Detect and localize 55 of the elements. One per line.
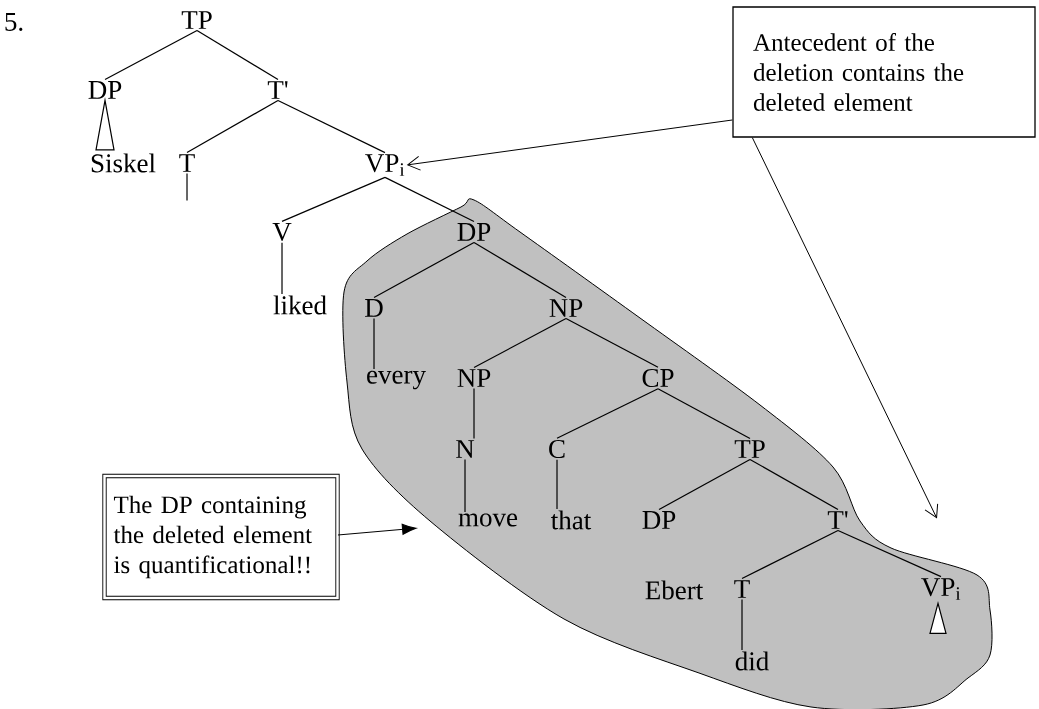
branch-line: [741, 529, 839, 580]
branch-line: [473, 241, 567, 299]
tree-label: N: [456, 440, 475, 458]
tree-label: that: [551, 510, 592, 530]
branch-line: [837, 529, 942, 578]
branch-line: [196, 29, 279, 81]
tree-label: V: [272, 222, 292, 242]
branch-line: [373, 241, 475, 299]
tree-label: C: [549, 439, 565, 459]
branch-line: [281, 242, 283, 295]
tree-label: DP: [88, 81, 122, 99]
branch-line: [556, 388, 659, 439]
branch-line: [565, 317, 659, 368]
branch-line: [186, 172, 188, 202]
branch-line: [384, 176, 475, 223]
branch-line: [277, 99, 386, 154]
tree-label: DP: [457, 223, 491, 241]
tree-label: Siskel: [91, 153, 156, 173]
branch-line: [473, 387, 475, 440]
arrow: [337, 523, 417, 536]
tree-label: VP$_{i}$: [921, 578, 961, 600]
callout-box: The DP containing the deleted element is quantificational!!: [102, 473, 340, 601]
shaded-region: [342, 198, 993, 709]
tree-label: did: [735, 651, 769, 671]
tree-label: liked: [273, 295, 327, 315]
tree-label: NP: [457, 369, 491, 387]
tree-label: every: [367, 370, 426, 390]
arrow: [751, 137, 939, 519]
branch-line: [657, 388, 751, 440]
branch-line: [373, 317, 375, 370]
branch-line: [741, 598, 743, 651]
tree-label: T: [734, 580, 750, 598]
branch-line: [658, 458, 751, 511]
branch-line: [281, 176, 386, 222]
branch-line: [473, 317, 567, 369]
text-label: Ebert: [645, 580, 704, 600]
arrow: [407, 119, 733, 171]
text-label: 5.: [5, 12, 23, 31]
tree-label: VP$_{i}$: [365, 154, 405, 176]
callout-box: Antecedent of the deletion contains the deleted element: [732, 6, 1036, 138]
tree-label: TP: [734, 440, 765, 458]
tree-label: TP: [181, 11, 212, 29]
tree-label: DP: [642, 511, 676, 529]
tree-label: NP: [549, 299, 583, 317]
branch-line: [749, 458, 839, 511]
tree-label: move: [458, 513, 518, 527]
branch-line: [464, 458, 466, 513]
branch-line: [104, 29, 198, 81]
tree-label: CP: [642, 368, 674, 388]
tree-label: T': [267, 81, 288, 99]
tree-label: D: [365, 299, 383, 317]
branch-line: [186, 99, 279, 154]
tree-label: T: [179, 154, 195, 172]
tree-label: T': [827, 511, 848, 529]
branch-line: [556, 459, 558, 510]
